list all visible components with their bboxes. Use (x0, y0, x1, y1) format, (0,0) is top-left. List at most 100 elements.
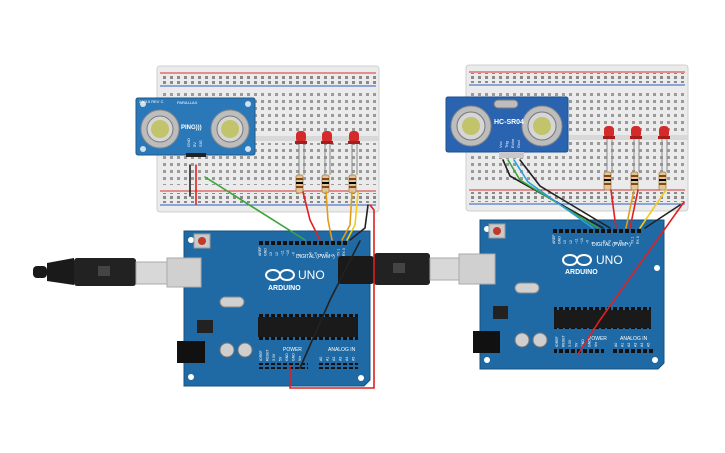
wire-gnd-rail-black[interactable] (644, 204, 681, 229)
capacitor-1 (514, 332, 530, 348)
ping-sensor[interactable]: 28015 REV C PARALLAX PING))) GND 5V SIG (135, 97, 256, 157)
wire-led3-yellow[interactable] (639, 189, 667, 229)
analog-pin-label: A2 (332, 357, 336, 361)
digital-pin-label: 12 (569, 240, 573, 244)
digital-pin-label: TX 1 (630, 237, 634, 244)
wire-5v-long-red[interactable] (577, 201, 685, 355)
analog-pin-label: A3 (339, 357, 343, 361)
voltage-regulator (493, 306, 508, 319)
resistor-left-2[interactable] (321, 174, 330, 194)
power-pin-label: GND (292, 353, 296, 361)
hcsr04-pin-vcc: Vcc (498, 141, 503, 148)
wire-led2-orange[interactable] (325, 191, 333, 241)
wire-echo-blue[interactable] (513, 159, 594, 229)
power-jack[interactable] (473, 331, 500, 353)
hcsr04-sensor[interactable]: HC-SR04 Vcc Trig Echo Gnd (445, 96, 569, 158)
ping-pin-labels: GND 5V SIG (186, 138, 203, 147)
digital-label: DIGITAL (PWM~) (592, 242, 631, 248)
led-left-3[interactable] (348, 131, 360, 175)
digital-pin-label: 13 (563, 240, 567, 244)
power-pin-label: IOREF (259, 350, 263, 361)
reset-button[interactable] (488, 223, 506, 239)
hcsr04-pin-labels: Vcc Trig Echo Gnd (498, 138, 521, 148)
wire-gnd-long-black[interactable] (299, 240, 361, 369)
resistor-right-2[interactable] (630, 171, 639, 191)
leds-right (603, 126, 670, 191)
usb-cable-right[interactable] (338, 253, 496, 285)
wire-trig-green[interactable] (507, 159, 599, 229)
wire-led3-yellow[interactable] (346, 191, 359, 241)
digital-pin-label: ~3 (325, 252, 329, 256)
digital-pin-label: 2 (331, 254, 335, 256)
analog-pin-label: A5 (647, 343, 651, 347)
wire-gnd-rail-black[interactable] (349, 204, 369, 241)
digital-pin-label: 12 (275, 252, 279, 256)
power-pin-label: Vin (594, 342, 598, 347)
analog-pin-label: A2 (627, 343, 631, 347)
led-left-2[interactable] (321, 131, 333, 175)
voltage-regulator (197, 320, 213, 333)
digital-label: DIGITAL (PWM~) (296, 254, 335, 260)
digital-pin-label: AREF (552, 235, 556, 244)
digital-pin-label: ~11 (280, 250, 284, 256)
wire-led1-red[interactable] (302, 191, 321, 241)
ping-brand-label: PARALLAX (177, 100, 198, 105)
digital-header (552, 228, 642, 235)
hcsr04-pin-trig: Trig (504, 141, 509, 148)
atmega-chip (258, 317, 358, 337)
reset-button[interactable] (193, 233, 211, 249)
resistor-right-1[interactable] (603, 171, 612, 191)
wire-5v-loop-red[interactable] (289, 204, 375, 389)
led-right-1[interactable] (603, 126, 615, 172)
atmega-chip (554, 310, 651, 328)
power-pin-label: RESET (562, 334, 566, 347)
wire-led1-red[interactable] (610, 189, 617, 229)
power-label: POWER (283, 347, 302, 353)
analog-pin-label: A5 (352, 357, 356, 361)
digital-pin-label: TX 1 (336, 249, 340, 256)
digital-header (258, 240, 348, 247)
digital-pin-label: ~9 (586, 240, 590, 244)
analog-pin-label: A0 (319, 357, 323, 361)
arduino-logo-left: ARDUINO (268, 285, 301, 292)
power-jack[interactable] (177, 341, 205, 363)
analog-pin-label: A3 (634, 343, 638, 347)
usb-cable-left[interactable] (33, 257, 202, 288)
digital-pin-label: 2 (625, 242, 629, 244)
wire-sig-green[interactable] (204, 176, 306, 241)
ping-pin-sig: SIG (198, 140, 203, 147)
digital-pin-label: AREF (258, 247, 262, 256)
resistor-right-3[interactable] (658, 171, 667, 191)
crystal-oscillator (219, 296, 245, 308)
digital-pin-label: 4 (320, 254, 324, 256)
wire-gnd-black[interactable] (519, 159, 611, 229)
wire-led2-orange[interactable] (625, 189, 635, 229)
power-pin-label: 3.3V (568, 339, 572, 347)
hcsr04-name-label: HC-SR04 (494, 119, 524, 126)
digital-pin-label: 7 (303, 254, 307, 256)
resistor-left-1[interactable] (295, 174, 304, 194)
hcsr04-pin-gnd: Gnd (516, 140, 521, 148)
power-pin-label: GND (588, 339, 592, 347)
analog-pin-label: A1 (326, 357, 330, 361)
power-pin-label: GND (285, 353, 289, 361)
resistor-left-3[interactable] (348, 174, 357, 194)
capacitor-2 (532, 332, 548, 348)
led-left-1[interactable] (295, 131, 307, 175)
analog-header (318, 363, 358, 369)
capacitor-1 (219, 342, 235, 358)
analog-label: ANALOG IN (328, 347, 356, 353)
wire-led2-red[interactable] (629, 189, 639, 229)
digital-pin-label: 13 (269, 252, 273, 256)
wire-led3-orange[interactable] (341, 191, 353, 241)
digital-pin-label: ~9 (292, 252, 296, 256)
led-right-3[interactable] (658, 126, 670, 172)
power-pin-label: IOREF (555, 336, 559, 347)
ping-pin-gnd: GND (186, 138, 191, 147)
digital-pin-label: ~11 (574, 238, 578, 244)
led-right-2[interactable] (630, 126, 642, 172)
wire-vcc-black[interactable] (502, 159, 604, 229)
